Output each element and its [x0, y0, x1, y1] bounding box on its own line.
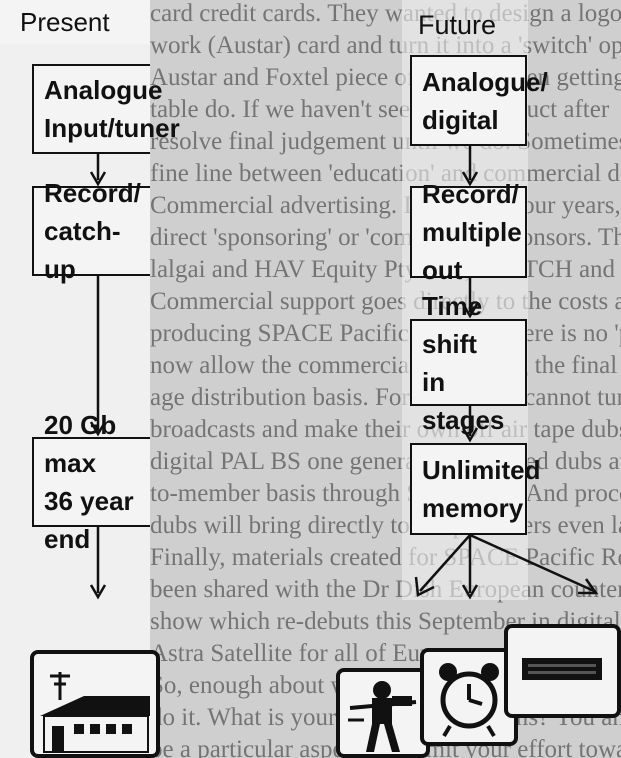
background-text-line: broadcasts and make their own off air ta…: [150, 416, 621, 443]
present-step-storage: 20 Gb max 36 year end: [32, 410, 150, 554]
future-step-memory: Unlimited memory: [410, 443, 541, 535]
background-text-line: table do. If we haven't seen their produ…: [150, 96, 610, 123]
present-arrow-3: [89, 527, 107, 600]
background-text-line: lalgai and HAV Equity Pty Ltd., SAFTCH a…: [150, 256, 621, 283]
background-text-line: to-member basis through SAFACTS. And pro…: [150, 480, 621, 507]
house-with-antenna-icon: [40, 672, 150, 753]
step-line: Analogue/: [422, 66, 548, 97]
background-text-line: Commercial support goes directly to the …: [150, 288, 621, 315]
background-text-line: age distribution basis. For those who ca…: [150, 384, 621, 411]
step-line: Analogue: [44, 75, 163, 105]
background-text-line: card credit cards. They wanted to design…: [150, 0, 621, 27]
present-arrow-1: [89, 154, 107, 187]
alarm-clock-icon: [439, 663, 499, 738]
background-text-line: Commercial advertising. In the first fou…: [150, 192, 621, 219]
future-branch-arrows: [414, 535, 599, 600]
step-line: Unlimited: [422, 455, 541, 485]
step-line: digital: [422, 104, 499, 135]
tape-cassette-icon: [522, 658, 602, 680]
present-step-record-catchup: Record/ catch-up: [32, 178, 150, 284]
present-heading-box: Present: [0, 0, 150, 44]
future-clock-frame: [420, 648, 518, 746]
step-line: Record/: [44, 178, 141, 208]
future-arrow-2: [461, 278, 479, 319]
future-heading: Future: [418, 10, 497, 40]
background-text-line: fine line between 'education' and commer…: [150, 160, 621, 187]
background-text-line: direct 'sponsoring' or 'commercial' spon…: [150, 224, 621, 251]
background-text-line: producing SPACE Pacific Report - there i…: [150, 320, 621, 347]
future-arrow-1: [461, 146, 479, 187]
background-text-line: now allow the commercial firm doing the …: [150, 352, 621, 379]
background-text-line: digital PAL BS one generation removed du…: [150, 448, 621, 475]
step-line: multiple out: [422, 217, 522, 285]
present-house-frame: [30, 650, 160, 758]
future-tape-frame: [504, 624, 621, 718]
present-step-analogue-input: Analogue Input/tuner: [32, 64, 180, 154]
present-arrow-2: [89, 276, 107, 437]
step-line: Input/tuner: [44, 113, 180, 143]
future-arrow-3: [461, 406, 479, 443]
present-heading: Present: [20, 7, 110, 37]
step-line: Time shift: [422, 290, 483, 359]
future-soldier-frame: [336, 668, 430, 758]
background-text-line: resolve final judgement until we do. Som…: [150, 128, 621, 155]
future-step-time-shift: Time shift in stages: [410, 291, 527, 435]
background-text-line: Austar and Foxtel piece of plastic. Then…: [150, 64, 621, 91]
step-line: catch-up: [44, 216, 121, 284]
soldier-icon: [348, 681, 417, 752]
step-line: memory: [422, 493, 524, 523]
future-step-record-multiple: Record/ multiple out: [410, 179, 527, 285]
background-text-line: work (Austar) card and turn it into a 's…: [150, 32, 621, 59]
step-line: 36 year end: [44, 486, 134, 554]
future-step-analogue-digital: Analogue/ digital: [410, 55, 548, 146]
